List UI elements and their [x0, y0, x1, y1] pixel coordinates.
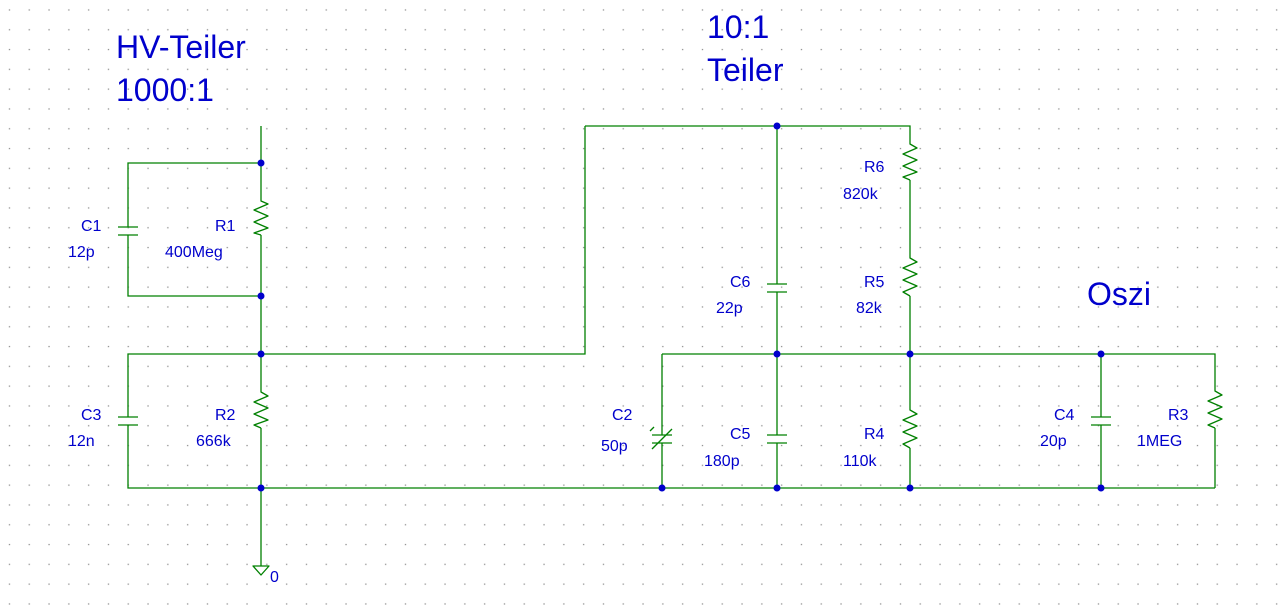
c5-value: 180p — [704, 453, 740, 470]
junction-dot — [257, 350, 265, 358]
junction-dot — [257, 292, 265, 300]
junction-dot — [773, 484, 781, 492]
components — [118, 142, 1223, 576]
junction-dot — [658, 484, 666, 492]
wire-c1-loop — [127, 162, 261, 297]
c3-ref: C3 — [81, 407, 102, 424]
junctions — [257, 122, 1105, 492]
r2-value: 666k — [196, 433, 232, 450]
variable-capacitor-c2-symbol — [649, 426, 673, 450]
r6-ref: R6 — [864, 159, 885, 176]
capacitor-c4-symbol — [1091, 416, 1111, 426]
divider-10-title: Teiler — [707, 52, 784, 88]
c6-ref: C6 — [730, 274, 751, 291]
resistor-r4-symbol — [902, 407, 918, 449]
c5-ref: C5 — [730, 426, 751, 443]
ground-label: 0 — [270, 569, 279, 586]
junction-dot — [773, 350, 781, 358]
capacitor-c1-symbol — [118, 226, 138, 236]
wire-mid-bus — [662, 353, 1216, 488]
wire-top-10-1 — [585, 125, 911, 142]
c1-value: 12p — [68, 244, 95, 261]
junction-dot — [1097, 350, 1105, 358]
r3-ref: R3 — [1168, 407, 1189, 424]
r3-value: 1MEG — [1137, 433, 1182, 450]
c3-value: 12n — [68, 433, 95, 450]
r5-ref: R5 — [864, 274, 885, 291]
r1-ref: R1 — [215, 218, 236, 235]
c2-value: 50p — [601, 438, 628, 455]
c1-ref: C1 — [81, 218, 102, 235]
resistor-r2-symbol — [253, 390, 269, 429]
junction-dot — [773, 122, 781, 130]
r4-ref: R4 — [864, 426, 885, 443]
r2-ref: R2 — [215, 407, 236, 424]
junction-dot — [906, 484, 914, 492]
junction-dot — [257, 159, 265, 167]
r4-value: 110k — [843, 453, 878, 470]
c6-value: 22p — [716, 300, 743, 317]
c2-ref: C2 — [612, 407, 633, 424]
resistor-r1-symbol — [253, 199, 269, 236]
hv-divider-title: HV-Teiler — [116, 29, 246, 65]
capacitor-c5-symbol — [767, 434, 787, 444]
c4-ref: C4 — [1054, 407, 1075, 424]
labels: HV-Teiler 1000:1 10:1 Teiler Oszi C1 12p… — [68, 9, 1189, 586]
wire-c3-loop — [127, 126, 1215, 489]
scope-title: Oszi — [1087, 276, 1151, 312]
junction-dot — [257, 484, 265, 492]
junction-dot — [906, 350, 914, 358]
hv-divider-ratio: 1000:1 — [116, 72, 214, 108]
resistor-r5-symbol — [902, 255, 918, 297]
c4-value: 20p — [1040, 433, 1067, 450]
capacitor-c6-symbol — [767, 283, 787, 293]
resistor-r3-symbol — [1207, 388, 1223, 429]
ground-symbol — [252, 565, 270, 576]
capacitor-c3-symbol — [118, 416, 138, 426]
junction-dot — [1097, 484, 1105, 492]
divider-10-ratio: 10:1 — [707, 9, 769, 45]
r5-value: 82k — [856, 300, 883, 317]
r1-value: 400Meg — [165, 244, 223, 261]
r6-value: 820k — [843, 186, 879, 203]
resistor-r6-symbol — [902, 142, 918, 181]
wires — [127, 125, 1216, 566]
